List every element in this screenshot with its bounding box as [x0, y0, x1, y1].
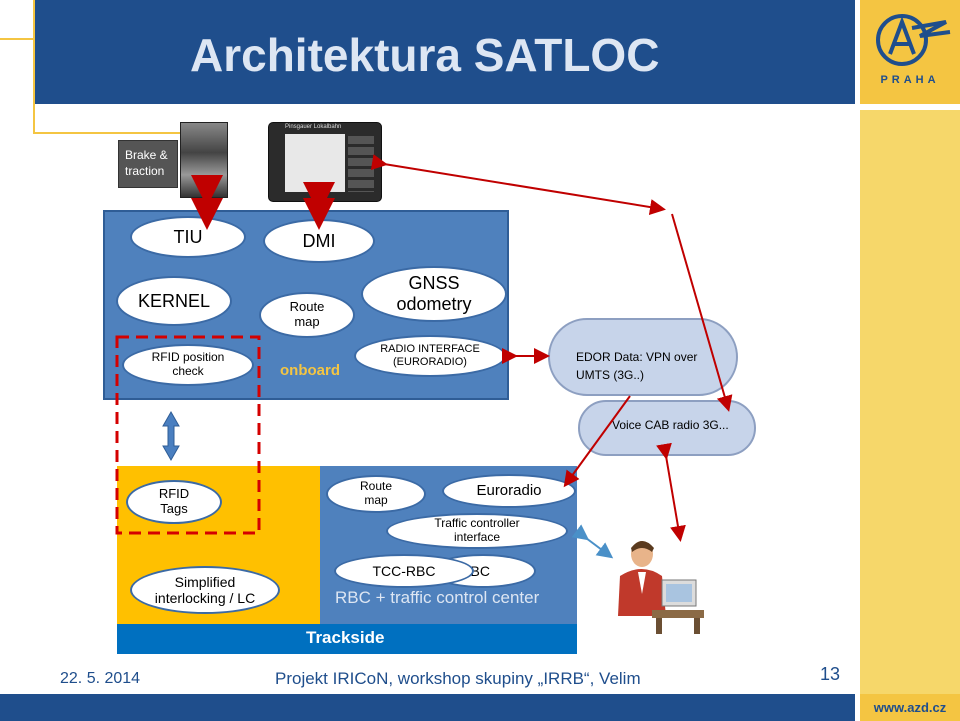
link-edor-euroradio [563, 395, 631, 488]
onboard-label: onboard [280, 362, 340, 379]
traffic-controller-node: Traffic controller interface [386, 513, 568, 549]
trackside-bar [117, 624, 577, 654]
operator-person-icon [618, 541, 704, 634]
logo-text: PRAHA [880, 74, 940, 86]
voice-cloud-text: Voice CAB radio 3G... [612, 418, 729, 432]
page-number: 13 [820, 664, 841, 684]
header-accent-line [0, 38, 33, 40]
rfid-dashed-frame [115, 335, 261, 535]
kernel-node: KERNEL [116, 276, 232, 326]
header-left-strip [0, 0, 33, 134]
logo [860, 0, 960, 104]
dmi-keypad [348, 136, 374, 192]
frame-line-horizontal [33, 132, 183, 134]
header-bar [0, 0, 855, 104]
rbc-node: RBC [430, 554, 536, 588]
frame-line-vertical [33, 0, 35, 134]
dmi-device-title: Pinsgauer Lokalbahn [285, 124, 342, 130]
rfid-tags-node: RFID Tags [126, 480, 222, 524]
route-map-trackside-node: Route map [326, 475, 426, 513]
brake-traction-label: Brake & traction [118, 140, 178, 188]
link-to-voice [671, 213, 733, 412]
euroradio-node: Euroradio [442, 474, 576, 508]
footer-url-bg [860, 694, 960, 721]
footer-text: Projekt IRICoN, workshop skupiny „IRRB“,… [275, 669, 641, 688]
rfid-position-check-node: RFID position check [122, 344, 254, 386]
link-rbc-operator [571, 524, 614, 559]
footer-date: 22. 5. 2014 [60, 670, 141, 687]
route-map-onboard-node: Route map [259, 292, 355, 338]
azd-emblem-icon [876, 14, 951, 66]
trackside-label: Trackside [306, 628, 385, 647]
tcc-rbc-node: TCC-RBC [334, 554, 474, 588]
page-title: Architektura SATLOC [190, 29, 660, 81]
right-decor-bar [860, 110, 960, 721]
gnss-node: GNSS odometry [361, 266, 507, 322]
link-dmi-edor [370, 154, 666, 215]
radio-interface-node: RADIO INTERFACE (EURORADIO) [354, 335, 506, 377]
link-rfid-vertical [162, 410, 180, 462]
tiu-node: TIU [130, 216, 246, 258]
footer-url: www.azd.cz [873, 700, 947, 715]
rbc-center-label: RBC + traffic control center [335, 588, 540, 607]
interlocking-node: Simplified interlocking / LC [130, 566, 280, 614]
edor-cloud-text: EDOR Data: VPN over UMTS (3G..) [576, 350, 698, 382]
link-voice-operator [656, 442, 686, 542]
footer-bar [0, 694, 855, 721]
